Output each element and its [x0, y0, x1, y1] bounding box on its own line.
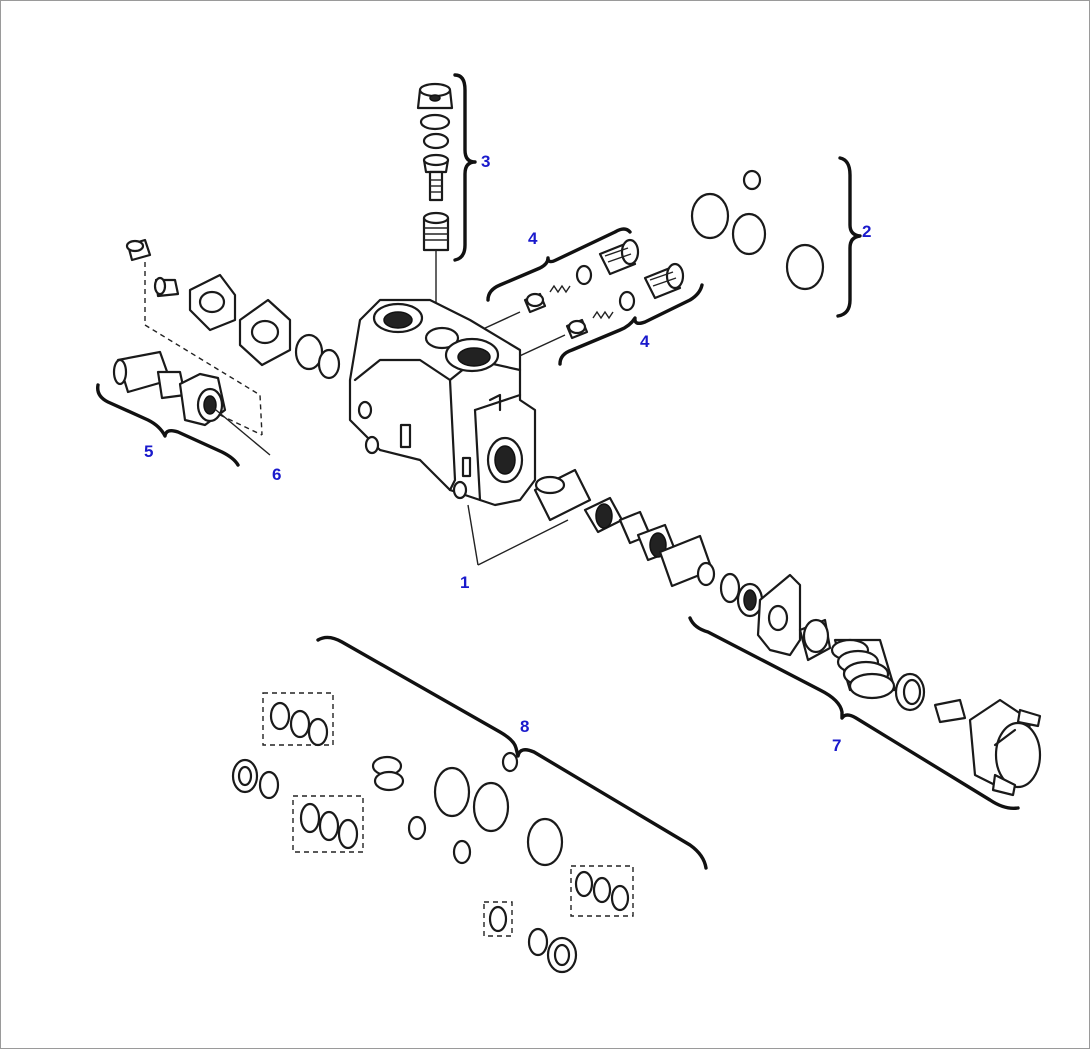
callout-7: 7 — [832, 736, 841, 755]
group-2-orings — [690, 169, 825, 291]
bracket-7 — [688, 616, 1020, 811]
group-4-upper — [523, 238, 640, 314]
group-7-parts — [756, 573, 1042, 797]
group-5-parts — [112, 238, 341, 427]
bracket-3 — [453, 73, 477, 262]
callout-6: 6 — [272, 465, 281, 484]
callout-4-upper: 4 — [528, 229, 538, 248]
bracket-5 — [96, 383, 240, 467]
group-8-seals — [231, 692, 634, 974]
group-3-parts — [416, 82, 454, 330]
callout-4-lower: 4 — [640, 332, 650, 351]
spool — [533, 468, 764, 618]
callout-5: 5 — [144, 442, 153, 461]
callout-3: 3 — [481, 152, 490, 171]
callout-1: 1 — [460, 573, 469, 592]
bracket-4-lower — [558, 283, 704, 366]
callout-2: 2 — [862, 222, 871, 241]
valve-body — [348, 298, 569, 566]
group-4-lower — [565, 262, 685, 340]
bracket-2 — [836, 156, 862, 318]
bracket-8 — [316, 635, 708, 870]
callout-labels: 1 2 3 4 4 5 6 7 8 — [144, 152, 871, 755]
bracket-4-upper — [486, 227, 632, 302]
callout-8: 8 — [520, 717, 529, 736]
dashed-guide-5 — [144, 262, 263, 436]
